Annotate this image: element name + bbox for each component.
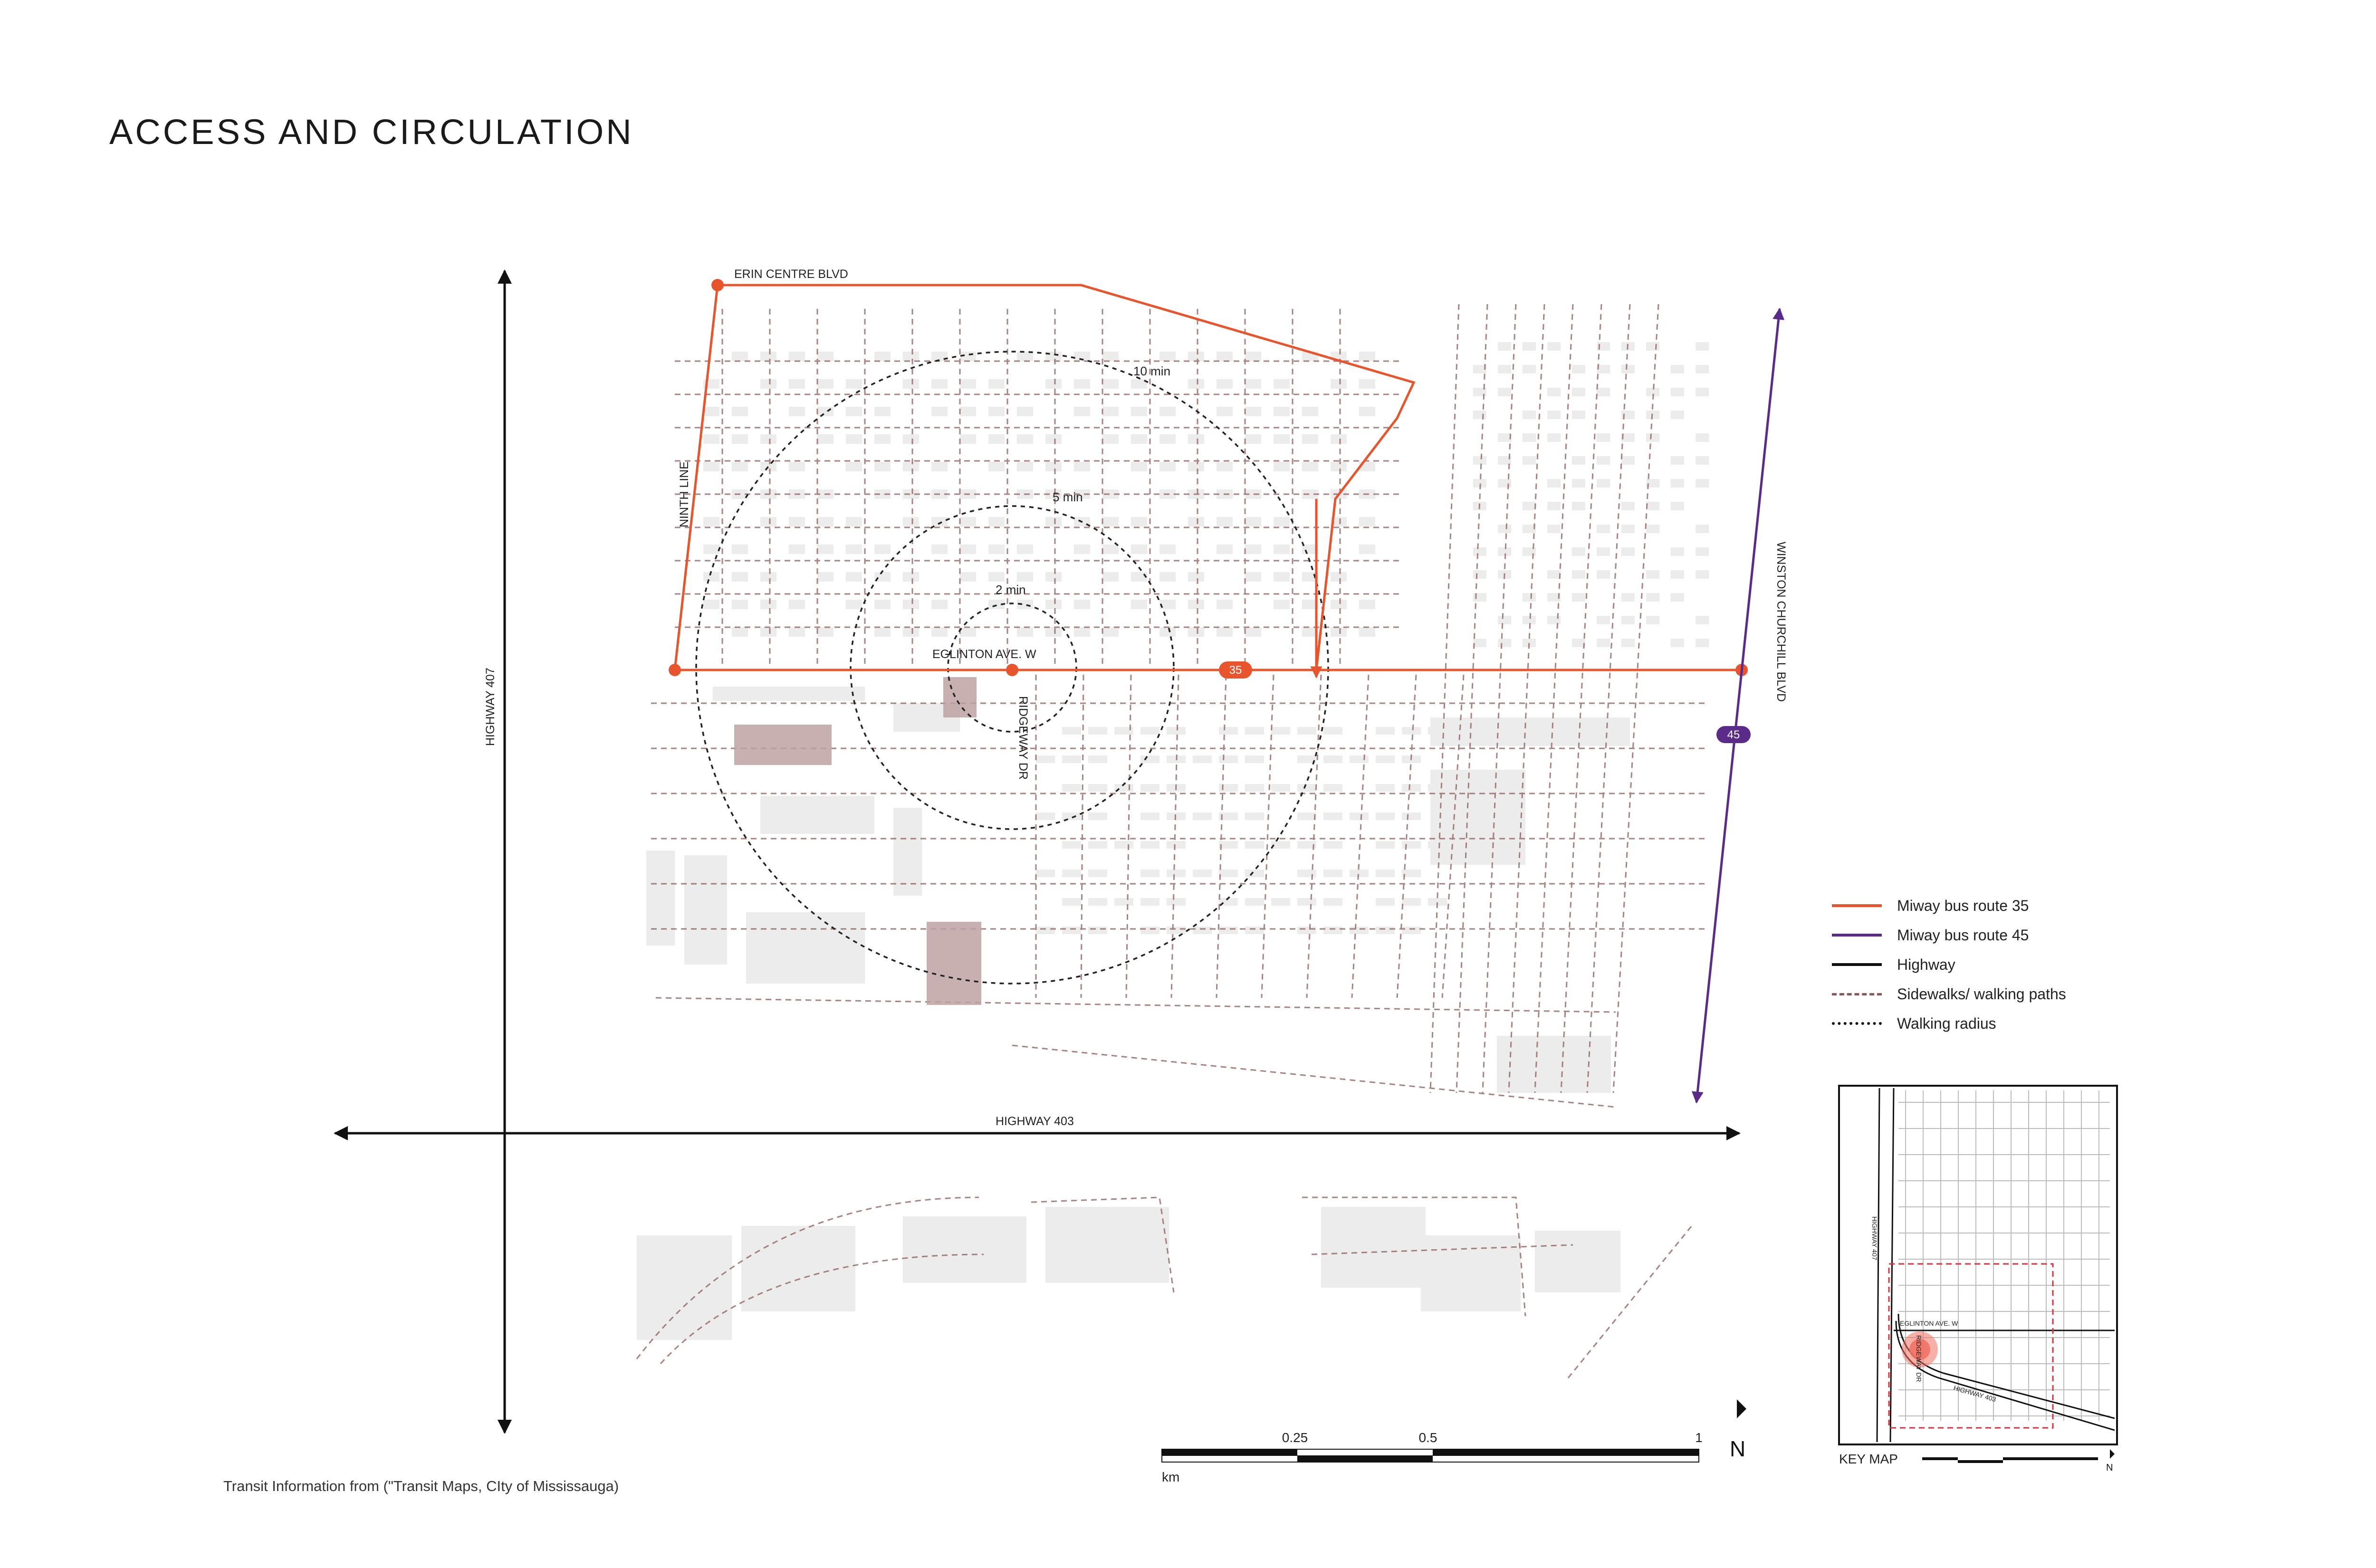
legend-item-walking-radius: Walking radius [1832,1009,2066,1038]
legend-item-sidewalks: Sidewalks/ walking paths [1832,979,2066,1009]
eglinton-label: EGLINTON AVE. W [932,648,1036,661]
radius-2min-label: 2 min [996,583,1026,597]
scale-tick-1: 1 [1695,1430,1703,1445]
svg-text:35: 35 [1229,664,1242,677]
highway-403-label: HIGHWAY 403 [996,1115,1074,1128]
legend-swatch-highway [1832,963,1882,966]
winston-label: WINSTON CHURCHILL BLVD [1774,542,1788,702]
legend-swatch-route-45 [1832,934,1882,937]
radius-2min [947,602,1077,733]
legend-label: Miway bus route 35 [1897,897,2029,914]
stop-erin-centre [711,279,724,291]
svg-text:RIDGEWAY DR: RIDGEWAY DR [1915,1335,1923,1382]
key-map: HIGHWAY 407 EGLINTON AVE. W RIDGEWAY DR … [1838,1085,2118,1473]
radius-5min-label: 5 min [1053,490,1083,504]
legend-item-route-35: Miway bus route 35 [1832,891,2066,920]
source-note: Transit Information from ("Transit Maps,… [223,1478,619,1494]
svg-text:N: N [1730,1436,1745,1461]
ninth-line-label: NINTH LINE [678,461,691,527]
legend-label: Highway [1897,956,1955,973]
highways [334,269,1741,1434]
walking-radius [695,351,1329,985]
key-map-scale-bar [1922,1457,2098,1463]
scale-tick-05: 0.5 [1419,1430,1437,1445]
bus-route-45 [1691,307,1785,1104]
site-parcels [734,677,981,1005]
svg-text:45: 45 [1727,728,1740,741]
legend-swatch-sidewalks [1832,993,1882,995]
scale-bar: 0.25 0.5 1 km [1161,1430,1703,1484]
legend-swatch-walking-radius [1832,1022,1882,1025]
stop-site [1006,664,1018,676]
building-footprints [637,342,1709,1340]
legend-item-route-45: Miway bus route 45 [1832,920,2066,950]
north-arrow-icon: N [1730,1399,1746,1461]
svg-text:N: N [2106,1463,2113,1473]
scale-tick-025: 0.25 [1282,1430,1308,1445]
route-45-badge: 45 [1716,726,1751,743]
radius-5min [850,505,1175,830]
svg-text:HIGHWAY 407: HIGHWAY 407 [1871,1216,1878,1261]
legend-label: Walking radius [1897,1014,1996,1032]
route-35-badge: 35 [1219,661,1252,679]
svg-text:EGLINTON AVE. W: EGLINTON AVE. W [1900,1319,1958,1327]
radius-10min-label: 10 min [1133,364,1170,378]
erin-centre-label: ERIN CENTRE BLVD [734,268,848,281]
highway-407-label: HIGHWAY 407 [484,668,497,746]
radius-10min [695,351,1329,985]
legend-swatch-route-35 [1832,904,1882,907]
stop-ninth-line [669,664,681,676]
scale-unit: km [1162,1470,1179,1484]
key-map-study-area [1888,1263,2054,1429]
walking-paths [636,304,1706,1378]
key-map-north-icon: N [2106,1449,2115,1473]
ridgeway-label: RIDGEWAY DR [1016,696,1030,780]
page-title: ACCESS AND CIRCULATION [109,112,634,152]
legend-label: Sidewalks/ walking paths [1897,985,2066,1003]
key-map-streets [1898,1090,2110,1421]
key-map-label: KEY MAP [1839,1452,1898,1466]
legend-item-highway: Highway [1832,950,2066,979]
legend-label: Miway bus route 45 [1897,926,2029,944]
legend: Miway bus route 35 Miway bus route 45 Hi… [1832,891,2066,1038]
